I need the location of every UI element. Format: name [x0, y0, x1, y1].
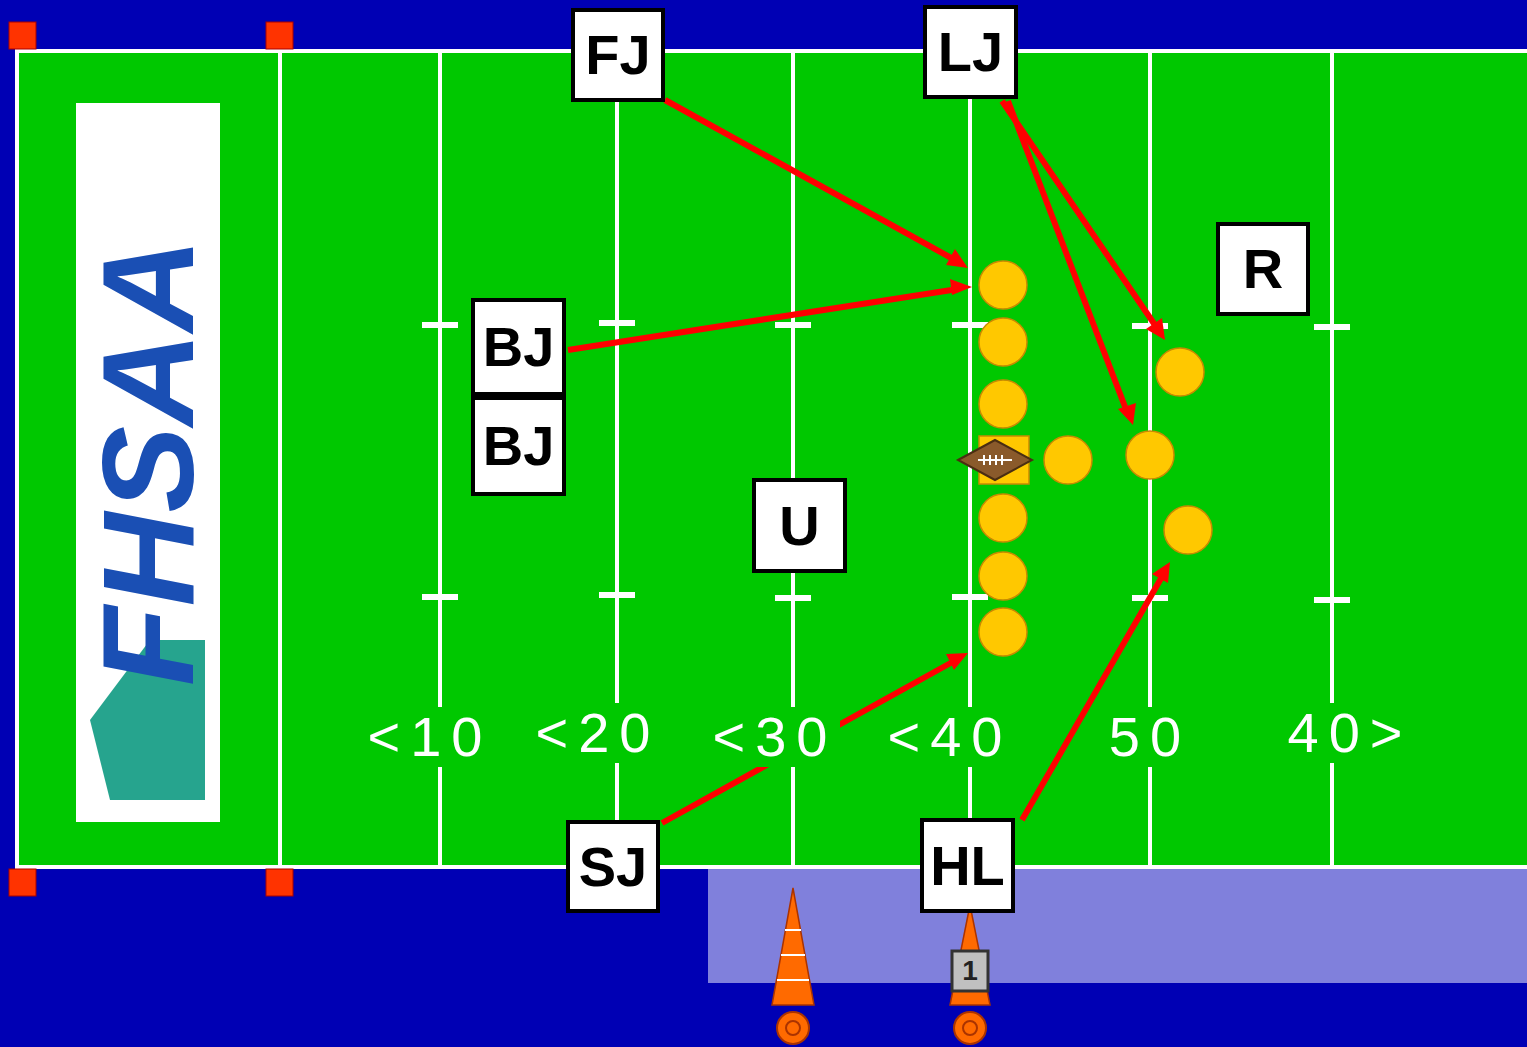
- official-box: SJ: [566, 820, 660, 913]
- goal-line: [278, 50, 282, 868]
- official-box: HL: [920, 818, 1015, 913]
- official-label: BJ: [483, 418, 555, 474]
- field-surface: [15, 50, 1527, 868]
- official-label: FJ: [585, 27, 650, 83]
- official-box: FJ: [571, 8, 665, 102]
- official-label: BJ: [483, 319, 555, 375]
- sideline: [15, 865, 1527, 869]
- logo-text: FHSAA: [83, 238, 213, 686]
- official-box: BJ: [471, 298, 566, 396]
- down-box: [952, 951, 988, 991]
- official-box: BJ: [471, 396, 566, 496]
- football: [958, 440, 1032, 480]
- yard-number: 40>: [1286, 703, 1415, 763]
- official-label: HL: [930, 838, 1005, 894]
- yard-number: <30: [711, 707, 840, 767]
- official-box: R: [1216, 222, 1310, 316]
- pylons: [9, 22, 293, 896]
- yard-number: <10: [366, 707, 495, 767]
- logo-panel: [76, 103, 220, 822]
- arrowheads: [946, 249, 1170, 670]
- end-line: [15, 50, 19, 868]
- official-box: U: [752, 478, 847, 573]
- official-box: LJ: [923, 5, 1018, 99]
- football-laces: [978, 455, 1012, 465]
- yard-number: 50: [1107, 707, 1193, 767]
- down-number: 1: [962, 957, 978, 985]
- official-label: LJ: [938, 24, 1003, 80]
- yard-number: <40: [886, 707, 1015, 767]
- sideline: [15, 49, 1527, 53]
- field-lines: [15, 50, 1527, 868]
- official-label: U: [779, 498, 819, 554]
- official-label: SJ: [579, 839, 648, 895]
- official-label: R: [1243, 241, 1283, 297]
- yard-number: <20: [534, 703, 663, 763]
- team-area: [708, 868, 1527, 983]
